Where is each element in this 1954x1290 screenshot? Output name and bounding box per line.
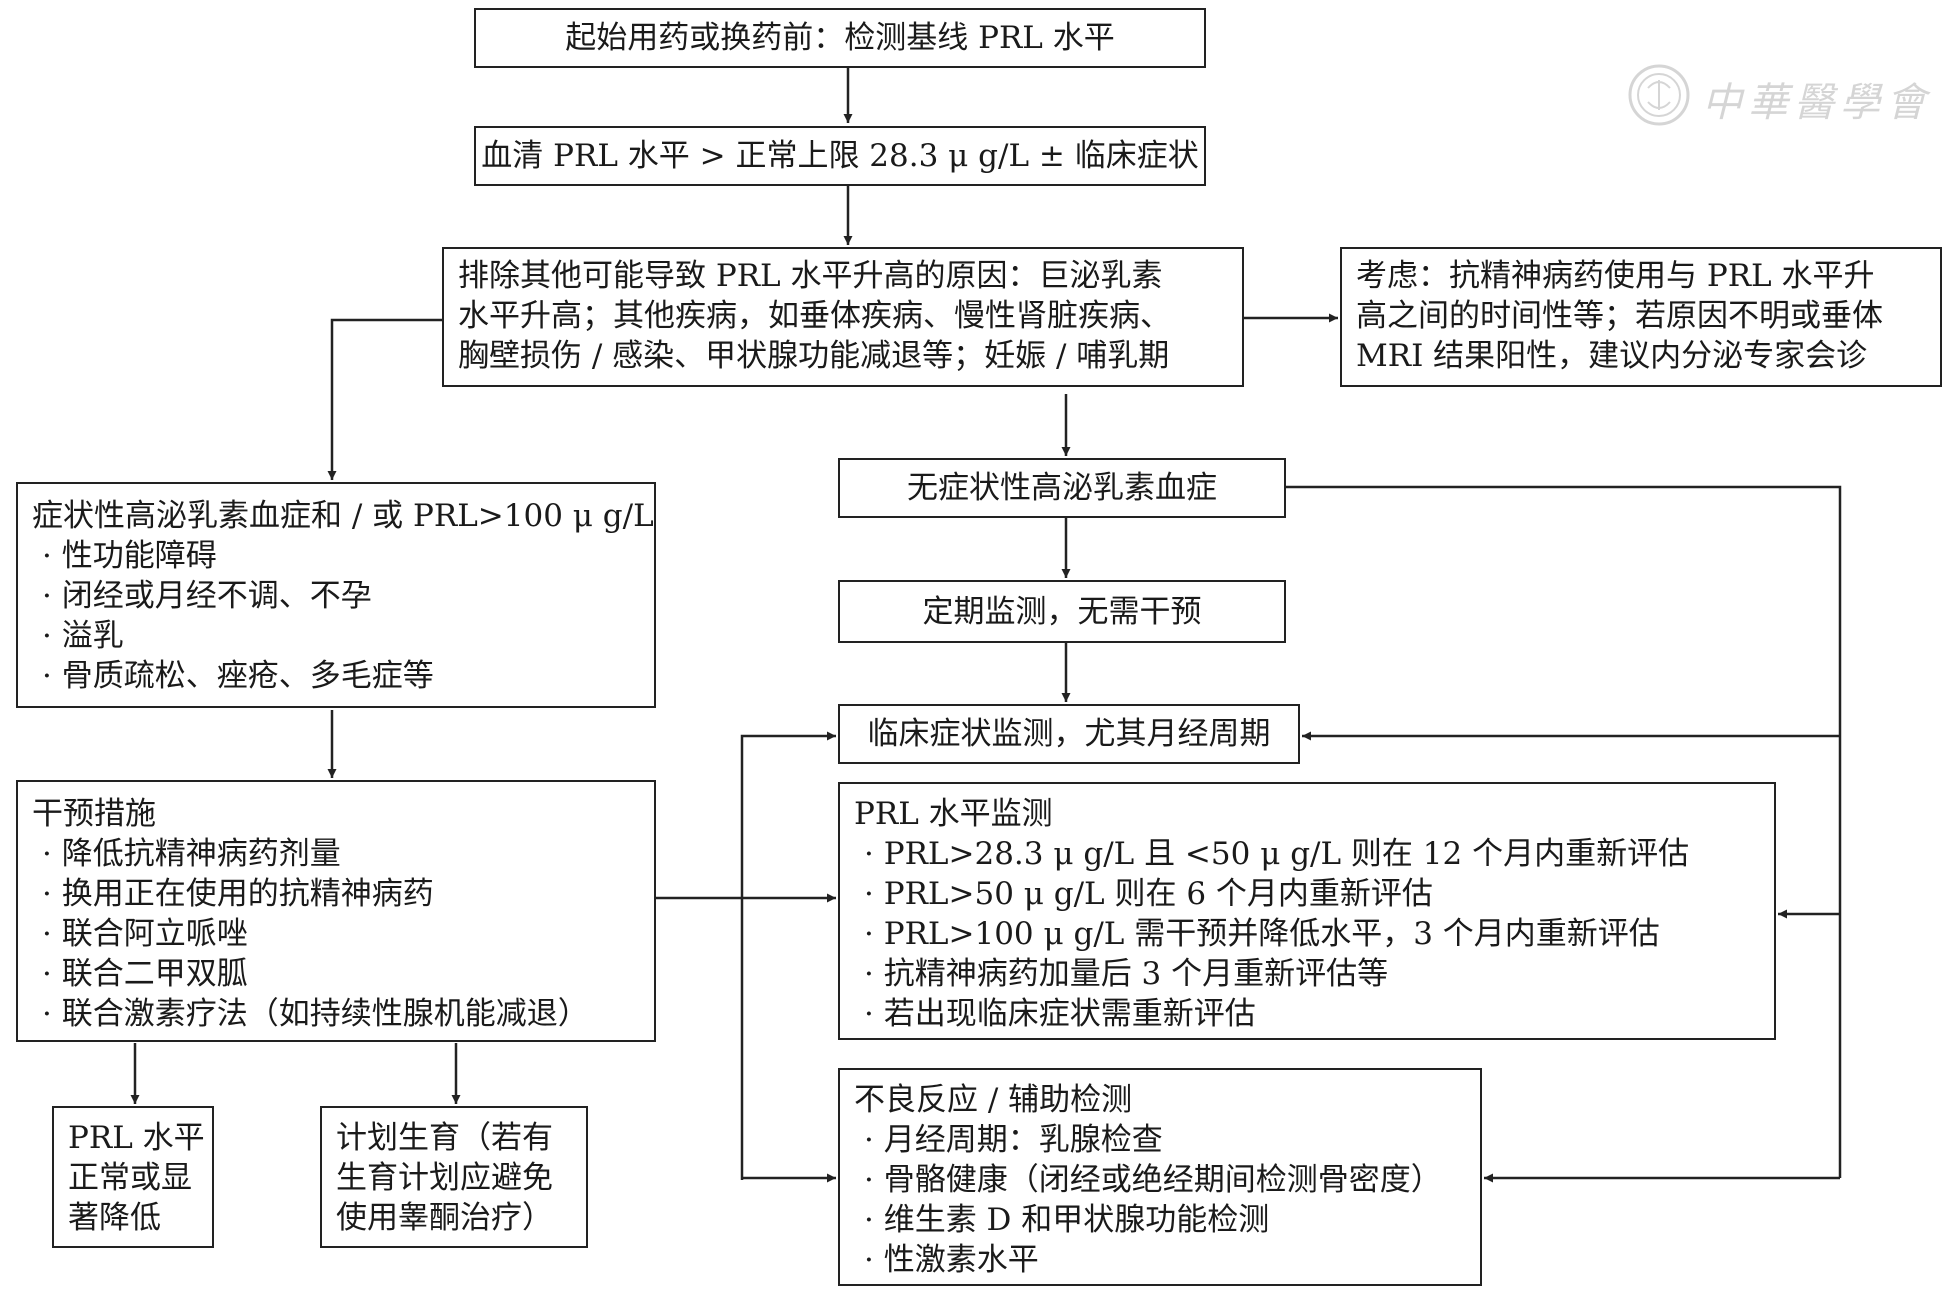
prl-normal-line: PRL 水平 (68, 1120, 205, 1156)
exclude-line: 排除其他可能导致 PRL 水平升高的原因：巨泌乳素 (458, 258, 1163, 294)
family-plan-box: 计划生育（若有 生育计划应避免 使用睾酮治疗） (320, 1106, 588, 1248)
adverse-item: · 性激素水平 (864, 1242, 1039, 1278)
exclude-causes-box: 排除其他可能导致 PRL 水平升高的原因：巨泌乳素 水平升高；其他疾病，如垂体疾… (442, 247, 1244, 387)
arrow-loop-to-clinical (740, 731, 836, 1180)
intervention-title: 干预措施 (32, 796, 156, 832)
clinical-monitor-box: 临床症状监测，尤其月经周期 (838, 704, 1300, 764)
regular-monitor-box: 定期监测，无需干预 (838, 580, 1286, 643)
intervention-item: · 降低抗精神病药剂量 (42, 836, 341, 872)
consider-line: MRI 结果阳性，建议内分泌专家会诊 (1356, 338, 1868, 374)
symptomatic-title: 症状性高泌乳素血症和 / 或 PRL>100 μ g/L (32, 498, 654, 534)
adverse-box: 不良反应 / 辅助检测 · 月经周期：乳腺检查 · 骨骼健康（闭经或绝经期间检测… (838, 1068, 1482, 1286)
exclude-line: 水平升高；其他疾病，如垂体疾病、慢性肾脏疾病、 (458, 298, 1171, 334)
publisher-seal-icon (1628, 64, 1690, 126)
intervention-item: · 联合激素疗法（如持续性腺机能减退） (42, 996, 589, 1032)
baseline-text: 起始用药或换药前：检测基线 PRL 水平 (565, 20, 1115, 56)
asymptomatic-text: 无症状性高泌乳素血症 (907, 470, 1217, 506)
prl-monitor-item: · PRL>100 μ g/L 需干预并降低水平，3 个月内重新评估 (864, 916, 1660, 952)
symptomatic-item: · 性功能障碍 (42, 538, 217, 574)
symptomatic-item: · 溢乳 (42, 618, 124, 654)
family-plan-line: 使用睾酮治疗） (336, 1200, 553, 1236)
consider-line: 高之间的时间性等；若原因不明或垂体 (1356, 298, 1883, 334)
watermark-text: 中華醫學會 (1702, 80, 1932, 126)
exclude-line: 胸壁损伤 / 感染、甲状腺功能减退等；妊娠 / 哺乳期 (458, 338, 1170, 374)
serum-prl-text: 血清 PRL 水平 > 正常上限 28.3 μ g/L ± 临床症状 (481, 138, 1199, 174)
intervention-box: 干预措施 · 降低抗精神病药剂量 · 换用正在使用的抗精神病药 · 联合阿立哌唑… (16, 780, 656, 1042)
prl-monitor-box: PRL 水平监测 · PRL>28.3 μ g/L 且 <50 μ g/L 则在… (838, 782, 1776, 1040)
consider-box: 考虑：抗精神病药使用与 PRL 水平升 高之间的时间性等；若原因不明或垂体 MR… (1340, 247, 1942, 387)
serum-prl-box: 血清 PRL 水平 > 正常上限 28.3 μ g/L ± 临床症状 (474, 126, 1206, 186)
line-asymptomatic-right-feedback (1286, 485, 1842, 1178)
prl-normal-box: PRL 水平 正常或显 著降低 (52, 1106, 214, 1248)
prl-monitor-item: · 若出现临床症状需重新评估 (864, 996, 1256, 1032)
family-plan-line: 生育计划应避免 (336, 1160, 553, 1196)
symptomatic-item: · 骨质疏松、痤疮、多毛症等 (42, 658, 434, 694)
adverse-item: · 维生素 D 和甲状腺功能检测 (864, 1202, 1270, 1238)
adverse-title: 不良反应 / 辅助检测 (854, 1082, 1133, 1118)
baseline-box: 起始用药或换药前：检测基线 PRL 水平 (474, 8, 1206, 68)
intervention-item: · 换用正在使用的抗精神病药 (42, 876, 434, 912)
adverse-item: · 骨骼健康（闭经或绝经期间检测骨密度） (864, 1162, 1442, 1198)
prl-normal-line: 正常或显 (68, 1160, 192, 1196)
consider-line: 考虑：抗精神病药使用与 PRL 水平升 (1356, 258, 1875, 294)
intervention-item: · 联合阿立哌唑 (42, 916, 248, 952)
regular-monitor-text: 定期监测，无需干预 (922, 593, 1202, 630)
symptomatic-item: · 闭经或月经不调、不孕 (42, 578, 372, 614)
adverse-item: · 月经周期：乳腺检查 (864, 1122, 1163, 1158)
clinical-monitor-text: 临床症状监测，尤其月经周期 (867, 716, 1271, 752)
asymptomatic-box: 无症状性高泌乳素血症 (838, 458, 1286, 518)
prl-monitor-title: PRL 水平监测 (854, 796, 1053, 832)
prl-monitor-item: · PRL>28.3 μ g/L 且 <50 μ g/L 则在 12 个月内重新… (864, 836, 1690, 872)
arrow-exclude-to-symptomatic (327, 318, 442, 480)
family-plan-line: 计划生育（若有 (336, 1120, 553, 1156)
prl-monitor-item: · 抗精神病药加量后 3 个月重新评估等 (864, 956, 1389, 992)
prl-monitor-item: · PRL>50 μ g/L 则在 6 个月内重新评估 (864, 876, 1433, 912)
prl-normal-line: 著降低 (68, 1200, 161, 1236)
publisher-watermark: 中華醫學會 (1618, 60, 1928, 130)
intervention-item: · 联合二甲双胍 (42, 956, 248, 992)
symptomatic-box: 症状性高泌乳素血症和 / 或 PRL>100 μ g/L · 性功能障碍 · 闭… (16, 482, 656, 708)
